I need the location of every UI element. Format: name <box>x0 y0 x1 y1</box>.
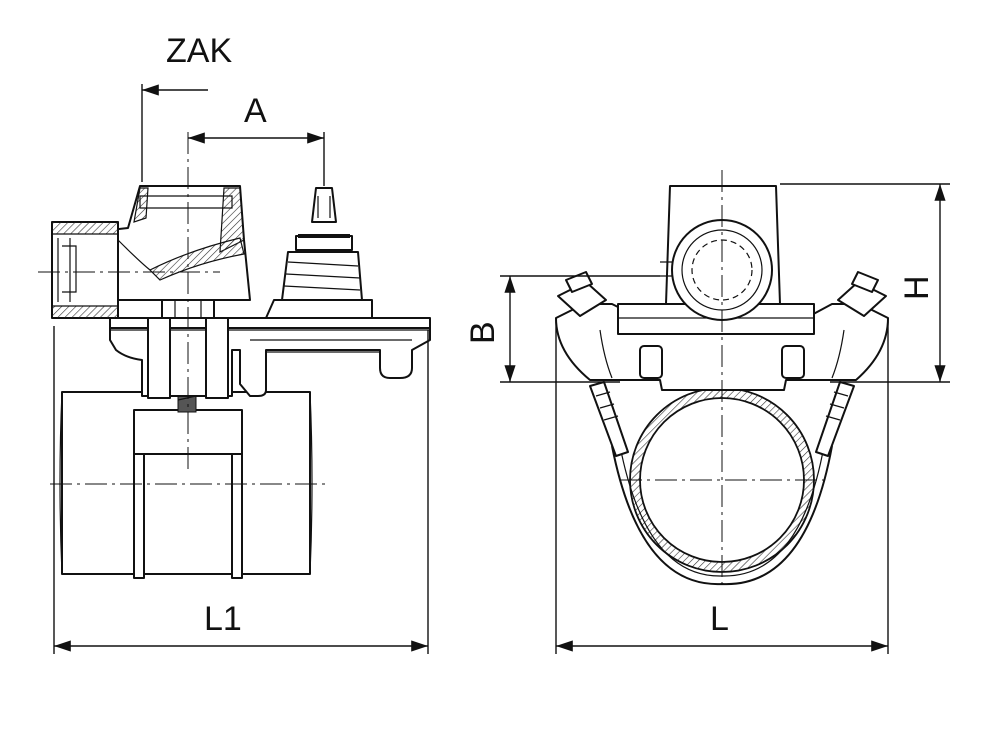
label-a: A <box>244 92 267 130</box>
label-l: L <box>710 600 729 638</box>
dim-zak: ZAK <box>141 32 232 182</box>
label-l1: L1 <box>204 600 242 638</box>
tie-rods-front <box>589 381 855 457</box>
outlet-side <box>51 185 251 319</box>
side-view <box>38 132 431 579</box>
outlet-front <box>660 185 781 321</box>
dim-b: B <box>464 275 660 383</box>
cutter-spindle-side <box>265 187 373 319</box>
nuts-front <box>557 271 887 317</box>
saddle-body-side <box>109 317 431 399</box>
label-zak: ZAK <box>166 32 232 70</box>
dim-l: L <box>555 318 889 654</box>
dim-h: H <box>780 183 950 383</box>
label-b: B <box>464 321 502 344</box>
front-view <box>555 170 889 590</box>
dim-l1: L1 <box>53 326 429 654</box>
dim-a: A <box>188 92 325 186</box>
label-h: H <box>898 275 936 300</box>
